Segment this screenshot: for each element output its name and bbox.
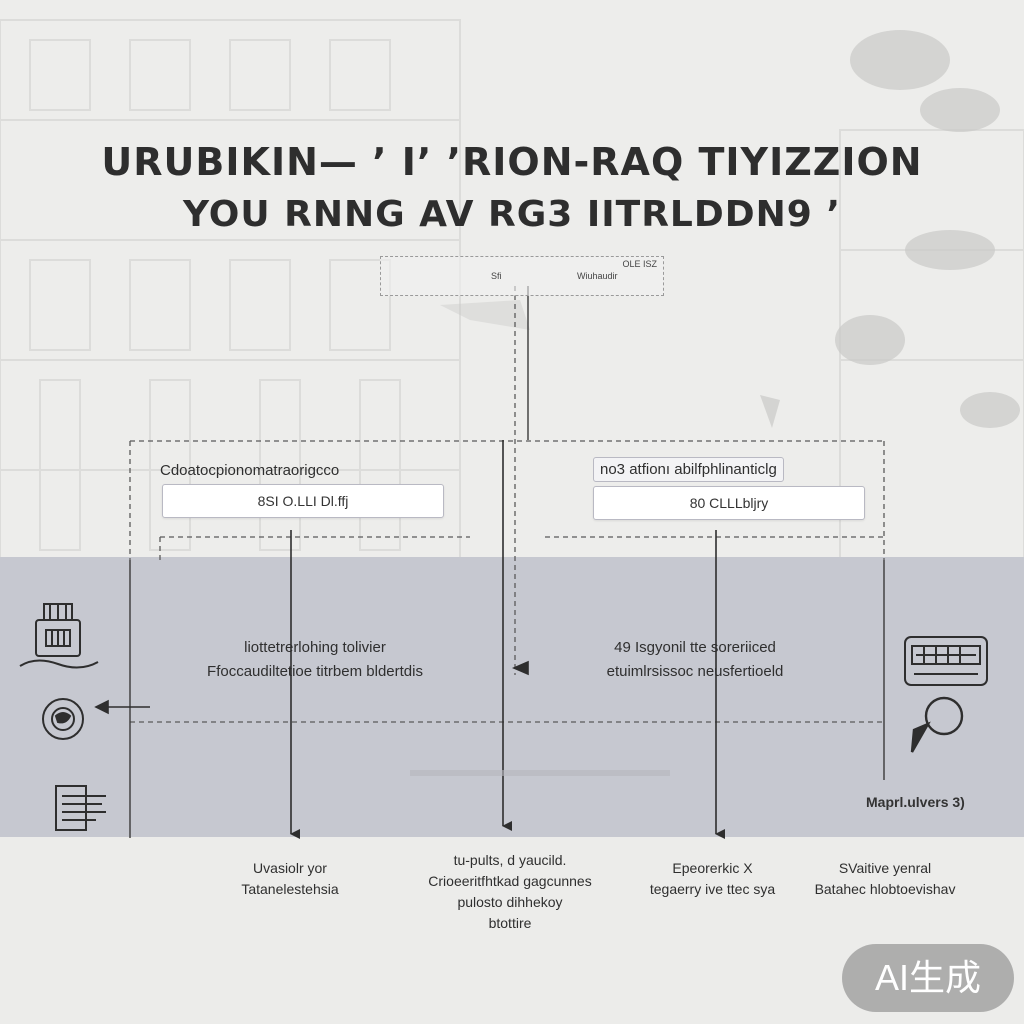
bottom-col2-line-3: pulosto dihhekoy xyxy=(457,894,563,910)
bottom-col4-line-2: Batahec hlobtoevishav xyxy=(814,881,956,897)
diagram-title-line-1: URUBIKIN— ’ I’ ’RION-RAQ TIYIZZION xyxy=(101,140,923,184)
map-pin-icon xyxy=(910,696,964,753)
bottom-column-1: Uvasiolr yor Tatanelestehsia xyxy=(210,858,370,900)
keyboard-panel-icon xyxy=(904,636,988,686)
target-circle-icon xyxy=(42,698,84,740)
machine-icon xyxy=(19,603,99,669)
top-box-label-middle: Wiuhaudir xyxy=(577,271,618,281)
document-lines-icon xyxy=(55,785,106,831)
bottom-col4-line-1: SVaitive yenral xyxy=(838,860,932,876)
left-panel-heading: Cdoatocpionomatraorigcco xyxy=(160,462,340,479)
bottom-col2-line-4: btottire xyxy=(488,915,532,931)
middle-left-line-2: Ffoccaudiltetioe titrbem bldertdis xyxy=(207,663,423,680)
bottom-col2-line-1: tu-pults, d yaucild. xyxy=(453,852,567,868)
middle-left-line-1: liottetrerlohing tolivier xyxy=(244,639,386,656)
middle-left-text: liottetrerlohing tolivier Ffoccaudilteti… xyxy=(180,636,450,684)
bottom-col3-line-2: tegaerry ive ttec sya xyxy=(649,881,776,897)
bottom-col1-line-2: Tatanelestehsia xyxy=(241,881,339,897)
top-source-box: OLE ISZ Sfi Wiuhaudir xyxy=(380,256,664,296)
bottom-column-2: tu-pults, d yaucild. Crioeeritfhtkad gag… xyxy=(395,850,625,934)
middle-right-text: 49 Isgyonil tte soreriiced etuimlrsissoc… xyxy=(575,636,815,684)
bottom-column-4: SVaitive yenral Batahec hlobtoevishav xyxy=(795,858,975,900)
diagram-band xyxy=(0,557,1024,837)
diagram-title-line-2: YOU RNNG AV RG3 IITRLDDN9 ʼ xyxy=(182,194,842,235)
bottom-col2-line-2: Crioeeritfhtkad gagcunnes xyxy=(428,873,592,889)
top-box-label-top: OLE ISZ xyxy=(622,259,657,269)
bottom-col3-line-1: Epeorerkic X xyxy=(672,860,753,876)
middle-right-line-2: etuimlrsissoc neusfertioeld xyxy=(606,663,784,680)
bottom-col1-line-1: Uvasiolr yor xyxy=(253,860,327,876)
right-panel-heading: no3 atfionı abilfphlinanticlg xyxy=(593,457,784,482)
right-panel-field[interactable]: 80 CLLLbljry xyxy=(593,486,865,520)
bottom-column-3: Epeorerkic X tegaerry ive ttec sya xyxy=(625,858,800,900)
ai-generated-badge: AI生成 xyxy=(842,944,1014,1012)
top-box-label-left: Sfi xyxy=(491,271,502,281)
side-label: Maprl.ulvers 3) xyxy=(866,794,965,810)
middle-right-line-1: 49 Isgyonil tte soreriiced xyxy=(614,639,776,656)
left-panel-field[interactable]: 8SI O.LLI Dl.ffj xyxy=(162,484,444,518)
